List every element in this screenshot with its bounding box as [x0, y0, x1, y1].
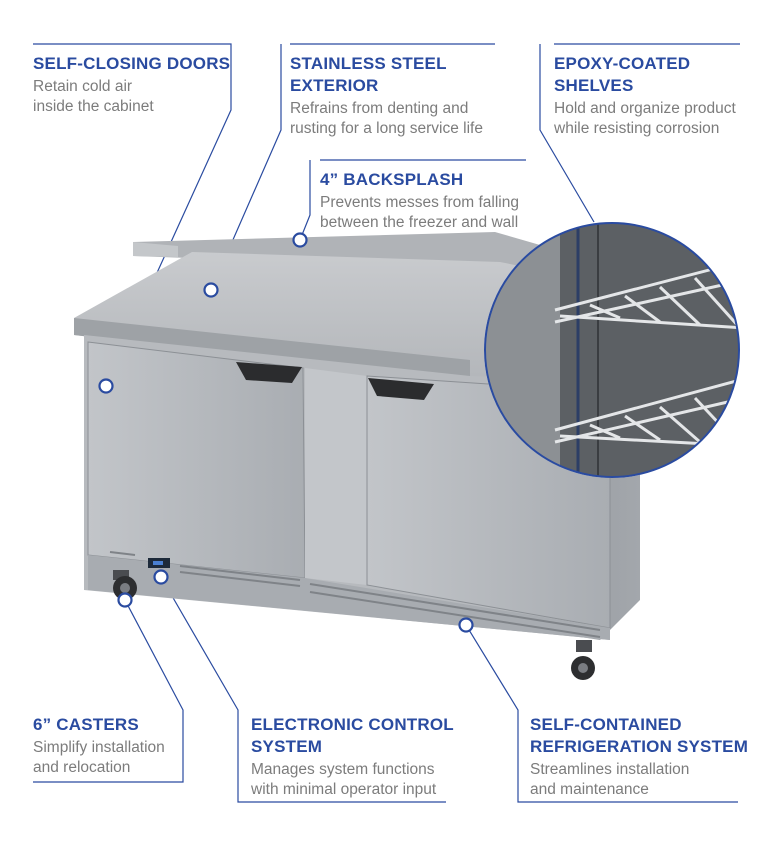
callout-description: Refrains from denting and rusting for a …: [290, 100, 483, 137]
caster-right: [571, 640, 595, 680]
callout-description: Streamlines installation and maintenance: [530, 761, 690, 798]
shelves-inset: [484, 222, 740, 478]
left-door-handle[interactable]: [236, 362, 302, 383]
marker-backsplash: [292, 232, 308, 248]
marker-casters: [117, 592, 133, 608]
caster-left: [113, 570, 137, 600]
callout-self-closing-doors: SELF-CLOSING DOORS Retain cold air insid…: [33, 53, 230, 117]
callout-title: SELF-CLOSING DOORS: [33, 54, 231, 73]
marker-electronic-control: [153, 569, 169, 585]
callout-description: Simplify installation and relocation: [33, 739, 165, 776]
callout-electronic-control: ELECTRONIC CONTROL SYSTEM Manages system…: [251, 714, 454, 800]
callout-title: STAINLESS STEEL EXTERIOR: [290, 54, 447, 95]
callout-description: Hold and organize product while resistin…: [554, 100, 736, 137]
callout-description: Retain cold air inside the cabinet: [33, 78, 154, 115]
callout-stainless-steel: STAINLESS STEEL EXTERIOR Refrains from d…: [290, 53, 483, 139]
callout-title: ELECTRONIC CONTROL SYSTEM: [251, 715, 454, 756]
callout-refrigeration: SELF-CONTAINED REFRIGERATION SYSTEM Stre…: [530, 714, 748, 800]
callout-description: Manages system functions with minimal op…: [251, 761, 437, 798]
marker-refrigeration: [458, 617, 474, 633]
marker-stainless-steel: [203, 282, 219, 298]
callout-epoxy-shelves: EPOXY-COATED SHELVES Hold and organize p…: [554, 53, 736, 139]
callout-title: 4” BACKSPLASH: [320, 170, 464, 189]
callout-description: Prevents messes from falling between the…: [320, 194, 519, 231]
callout-markers: [98, 232, 474, 633]
callout-title: 6” CASTERS: [33, 715, 139, 734]
marker-self-closing-doors: [98, 378, 114, 394]
callout-title: SELF-CONTAINED REFRIGERATION SYSTEM: [530, 715, 749, 756]
callout-backsplash: 4” BACKSPLASH Prevents messes from falli…: [320, 169, 519, 233]
right-door-handle[interactable]: [368, 378, 434, 400]
callout-casters: 6” CASTERS Simplify installation and rel…: [33, 714, 165, 778]
callout-title: EPOXY-COATED SHELVES: [554, 54, 691, 95]
